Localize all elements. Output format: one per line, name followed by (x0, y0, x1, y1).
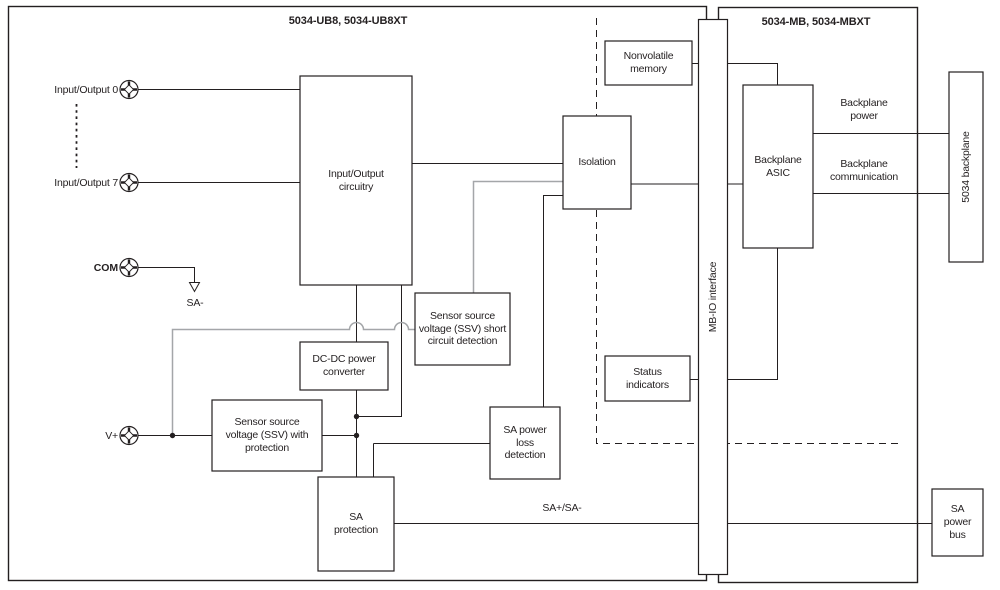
sa-minus-label: SA- (186, 297, 204, 310)
io-circuitry-label: Input/Output circuitry (328, 167, 384, 193)
sa-minus-arrow-icon (188, 282, 201, 293)
mbio-interface-bar (697, 18, 729, 576)
terminal-vplus-label: V+ (105, 429, 118, 442)
backplane-asic-label: Backplane ASIC (754, 153, 802, 179)
sa-power-bus-box (931, 488, 984, 557)
connector-wires (138, 63, 949, 524)
backplane-asic-box (742, 84, 814, 249)
ssv-protection-box (211, 399, 323, 472)
sa-power-loss-label: SA power loss detection (503, 423, 547, 462)
status-indicators-label: Status indicators (626, 365, 669, 391)
terminal-vplus-icon (119, 425, 139, 446)
ssv-short-circuit-label: Sensor source voltage (SSV) short circui… (418, 309, 507, 348)
nonvolatile-memory-box (604, 40, 693, 86)
sa-bus-wire-label: SA+/SA- (542, 501, 582, 514)
io-circuitry-box (299, 75, 413, 286)
terminal-icons (119, 79, 139, 446)
ssv-protection-label: Sensor source voltage (SSV) with protect… (225, 416, 309, 454)
gray-sense-wires (171, 180, 563, 435)
nonvolatile-memory-label: Nonvolatile memory (623, 50, 674, 75)
ssv-short-circuit-box (414, 292, 511, 366)
terminal-io0-label: Input/Output 0 (54, 83, 118, 96)
dcdc-converter-label: DC-DC power converter (312, 353, 376, 378)
terminal-io7-icon (119, 172, 139, 193)
sa-power-loss-box (489, 406, 561, 480)
isolation-boundary-dashed-line (596, 18, 900, 444)
section-right-title: 5034-MB, 5034-MBXT (761, 15, 871, 28)
terminal-com-icon (119, 257, 139, 278)
sa-protection-box (317, 476, 395, 572)
backplane-comm-wire-label: Backplane communication (829, 158, 898, 183)
section-left-title: 5034-UB8, 5034-UB8XT (288, 14, 408, 27)
backplane-5034-label: 5034 backplane (959, 131, 972, 203)
junction-dots (169, 413, 360, 439)
terminal-io7-label: Input/Output 7 (54, 176, 118, 189)
dcdc-converter-box (299, 341, 389, 391)
backplane-5034-box (948, 71, 984, 263)
backplane-power-wire-label: Backplane power (840, 97, 888, 122)
mbio-interface-label: MB-IO interface (706, 261, 719, 333)
isolation-box (562, 115, 632, 210)
isolation-label: Isolation (578, 156, 616, 169)
terminal-com-label: COM (93, 261, 118, 274)
status-indicators-box (604, 355, 691, 402)
sa-power-bus-label: SA power bus (943, 503, 972, 541)
sa-protection-label: SA protection (333, 511, 379, 536)
terminal-io0-icon (119, 79, 139, 100)
